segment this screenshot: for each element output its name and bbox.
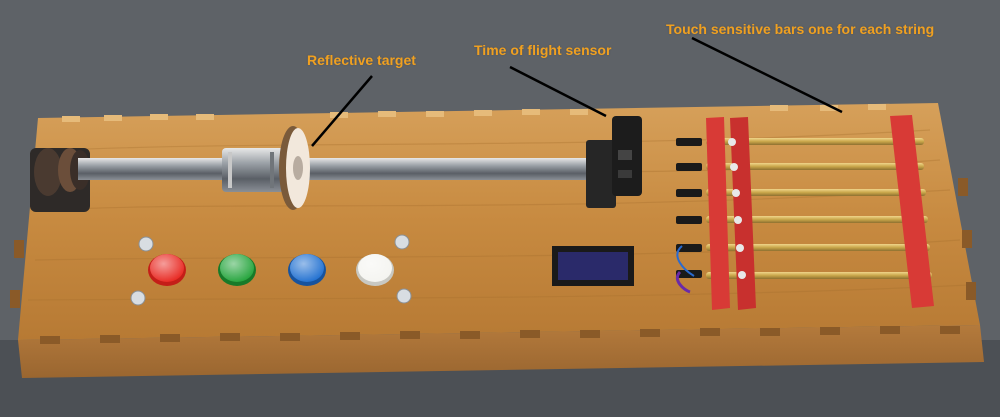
screw-heads (130, 234, 412, 306)
touch-bar-4[interactable] (706, 216, 928, 223)
label-touch-sensitive-bars: Touch sensitive bars one for each string (666, 21, 935, 37)
red-bracket-right (890, 115, 934, 308)
left-bearing-block (30, 148, 90, 212)
touch-bar-6[interactable] (706, 272, 932, 279)
touch-bar-3[interactable] (706, 189, 926, 196)
touch-bar-5[interactable] (706, 244, 930, 251)
touch-bar-2[interactable] (706, 163, 924, 170)
button-blue[interactable] (288, 254, 326, 286)
linear-bearing (222, 148, 284, 192)
annotation-leaders (311, 36, 843, 147)
time-of-flight-sensor (586, 116, 642, 208)
oled-display (552, 246, 634, 286)
label-time-of-flight-sensor: Time of flight sensor (474, 42, 612, 58)
touch-bars-assembly (675, 115, 934, 310)
steel-rod (78, 158, 608, 180)
red-bracket-left-a (706, 117, 730, 310)
button-green[interactable] (218, 254, 256, 286)
touch-bar-1[interactable] (706, 138, 924, 145)
label-reflective-target: Reflective target (307, 52, 416, 68)
reflective-target (279, 126, 310, 210)
button-red[interactable] (148, 254, 186, 286)
button-white[interactable] (356, 254, 394, 286)
